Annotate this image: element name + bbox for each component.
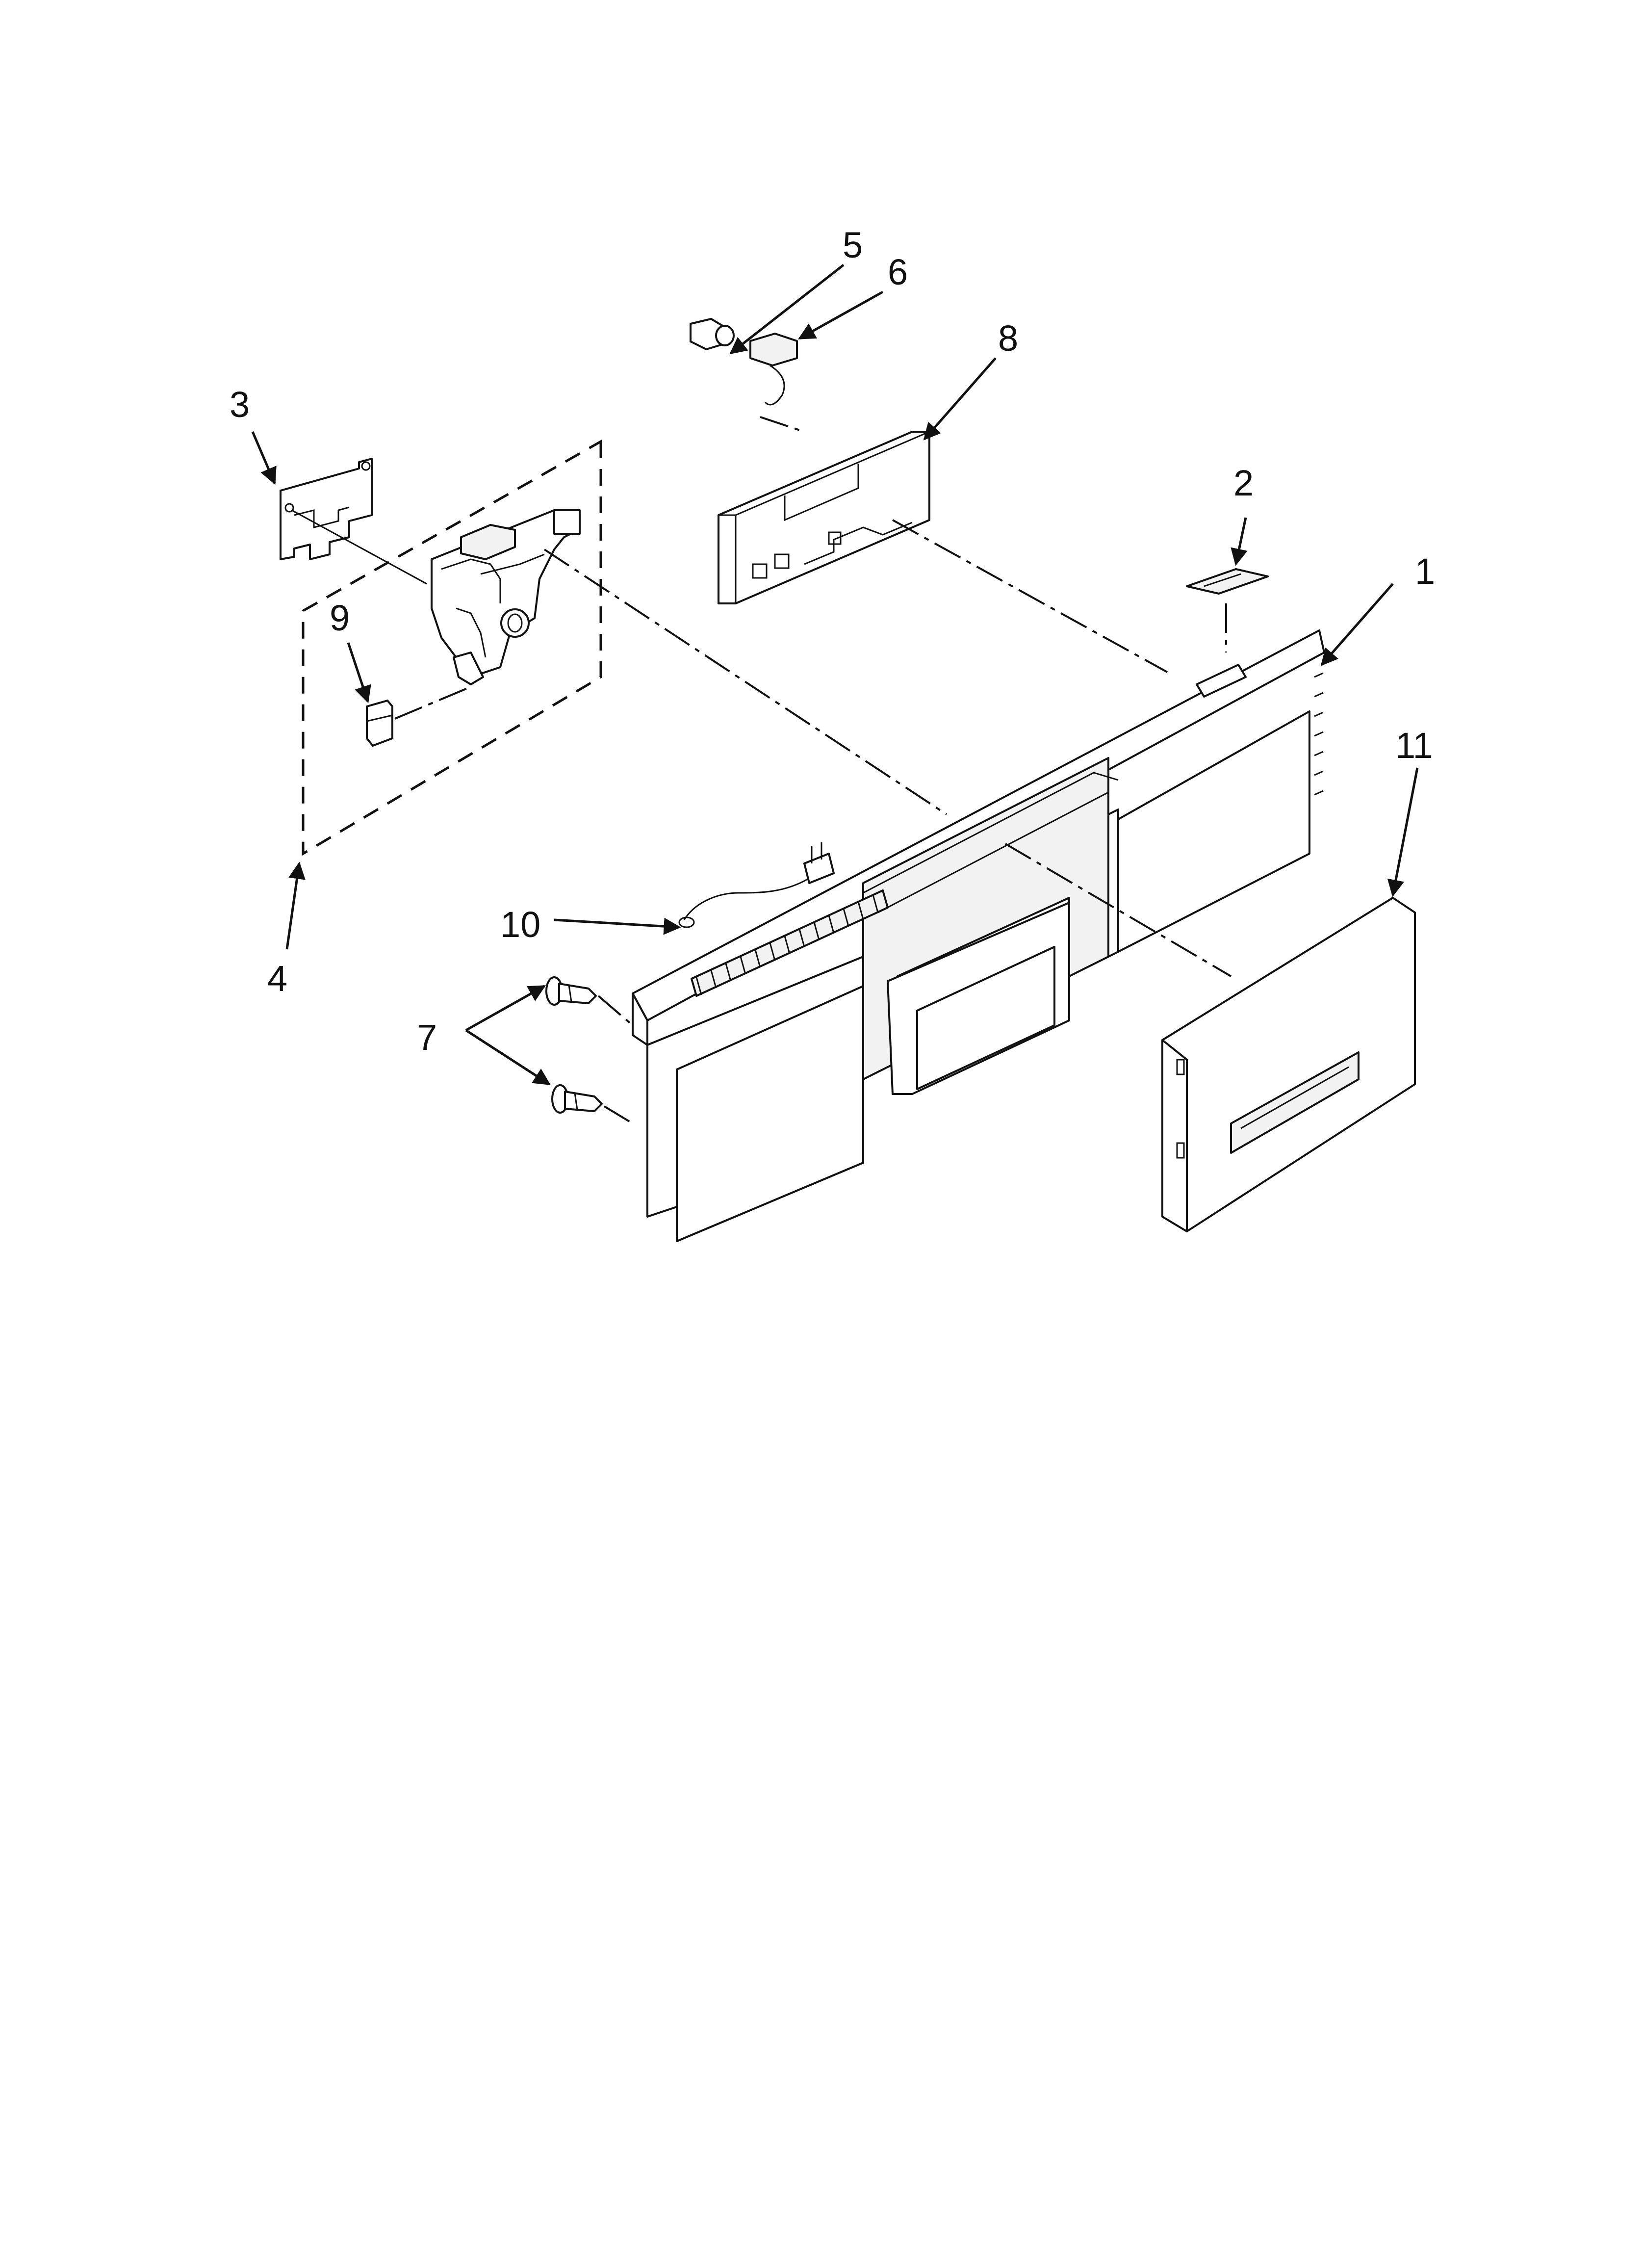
- part-7-screw-lower: [551, 1084, 603, 1114]
- part-6-clip: [749, 333, 798, 406]
- part-9-switch: [366, 700, 393, 747]
- callout-8: 8: [998, 318, 1018, 359]
- callout-2: 2: [1233, 463, 1254, 503]
- callout-6: 6: [888, 252, 908, 292]
- part-1-housing: [632, 629, 1325, 1242]
- part-5-cap: [690, 318, 735, 350]
- callout-arrows: [251, 264, 1419, 1086]
- callout-11: 11: [1395, 725, 1433, 766]
- connector-3: [291, 509, 427, 585]
- callout-4: 4: [267, 958, 287, 999]
- part-8-control-board: [718, 431, 930, 604]
- part-2-panel: [1186, 568, 1269, 595]
- part-11-cover: [1161, 897, 1416, 1232]
- callout-3: 3: [230, 384, 250, 425]
- callout-7: 7: [417, 1017, 437, 1058]
- assembly-boundary-4: [302, 439, 602, 856]
- leader-7-upper: [597, 995, 634, 1026]
- callout-1: 1: [1415, 551, 1435, 592]
- callout-10: 10: [500, 904, 540, 945]
- callout-9: 9: [330, 598, 350, 638]
- leader-9-to-bracket: [394, 686, 471, 720]
- leader-7-lower: [603, 1105, 634, 1124]
- assembly-leaders: [543, 416, 1232, 977]
- part-3-plate: [280, 458, 373, 560]
- callout-5: 5: [843, 225, 863, 265]
- part-7-screw-upper: [545, 976, 597, 1006]
- part-10-wire-harness: [678, 842, 835, 928]
- part-4-control-bracket: [431, 509, 581, 685]
